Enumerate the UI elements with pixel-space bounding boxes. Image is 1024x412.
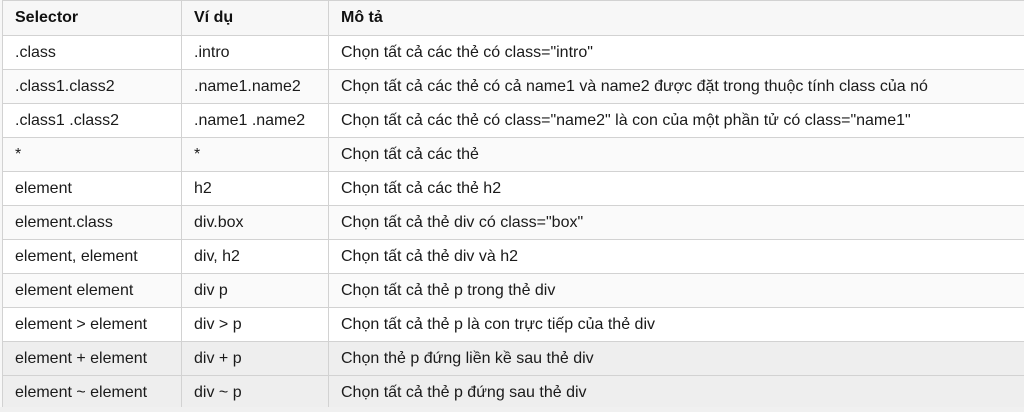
cell-example: *: [181, 137, 329, 172]
table-row: element.class div.box Chọn tất cả thẻ di…: [2, 205, 1024, 240]
cell-selector: element, element: [2, 239, 182, 274]
cell-example: h2: [181, 171, 329, 206]
table-row: element + element div + p Chọn thẻ p đứn…: [2, 341, 1024, 376]
table-row: .class1 .class2 .name1 .name2 Chọn tất c…: [2, 103, 1024, 138]
cell-selector: element + element: [2, 341, 182, 376]
cell-selector: element element: [2, 273, 182, 308]
bottom-divider: [0, 407, 1024, 412]
cell-example: div, h2: [181, 239, 329, 274]
cell-selector: *: [2, 137, 182, 172]
cell-description: Chọn tất cả thẻ p đứng sau thẻ div: [328, 375, 1024, 410]
table-row: * * Chọn tất cả các thẻ: [2, 137, 1024, 172]
table-row: .class .intro Chọn tất cả các thẻ có cla…: [2, 35, 1024, 70]
table-header-row: Selector Ví dụ Mô tả: [2, 0, 1024, 36]
cell-selector: element ~ element: [2, 375, 182, 410]
cell-description: Chọn tất cả các thẻ có cả name1 và name2…: [328, 69, 1024, 104]
cell-description: Chọn tất cả thẻ div và h2: [328, 239, 1024, 274]
header-example: Ví dụ: [181, 0, 329, 36]
cell-description: Chọn tất cả các thẻ: [328, 137, 1024, 172]
cell-selector: .class: [2, 35, 182, 70]
cell-description: Chọn tất cả các thẻ có class="intro": [328, 35, 1024, 70]
cell-example: div > p: [181, 307, 329, 342]
table-row: element, element div, h2 Chọn tất cả thẻ…: [2, 239, 1024, 274]
table-row: element ~ element div ~ p Chọn tất cả th…: [2, 375, 1024, 410]
cell-selector: element > element: [2, 307, 182, 342]
cell-description: Chọn tất cả các thẻ h2: [328, 171, 1024, 206]
cell-example: .name1 .name2: [181, 103, 329, 138]
table-row: element element div p Chọn tất cả thẻ p …: [2, 273, 1024, 308]
table-row: element > element div > p Chọn tất cả th…: [2, 307, 1024, 342]
cell-example: .intro: [181, 35, 329, 70]
table-row: .class1.class2 .name1.name2 Chọn tất cả …: [2, 69, 1024, 104]
cell-description: Chọn tất cả thẻ p là con trực tiếp của t…: [328, 307, 1024, 342]
cell-example: div ~ p: [181, 375, 329, 410]
header-description: Mô tả: [328, 0, 1024, 36]
cell-description: Chọn tất cả thẻ p trong thẻ div: [328, 273, 1024, 308]
header-selector: Selector: [2, 0, 182, 36]
cell-selector: element: [2, 171, 182, 206]
cell-selector: element.class: [2, 205, 182, 240]
table-row: element h2 Chọn tất cả các thẻ h2: [2, 171, 1024, 206]
cell-example: div.box: [181, 205, 329, 240]
cell-selector: .class1.class2: [2, 69, 182, 104]
cell-description: Chọn tất cả các thẻ có class="name2" là …: [328, 103, 1024, 138]
cell-example: div + p: [181, 341, 329, 376]
cell-selector: .class1 .class2: [2, 103, 182, 138]
cell-example: .name1.name2: [181, 69, 329, 104]
cell-example: div p: [181, 273, 329, 308]
cell-description: Chọn tất cả thẻ div có class="box": [328, 205, 1024, 240]
cell-description: Chọn thẻ p đứng liền kề sau thẻ div: [328, 341, 1024, 376]
